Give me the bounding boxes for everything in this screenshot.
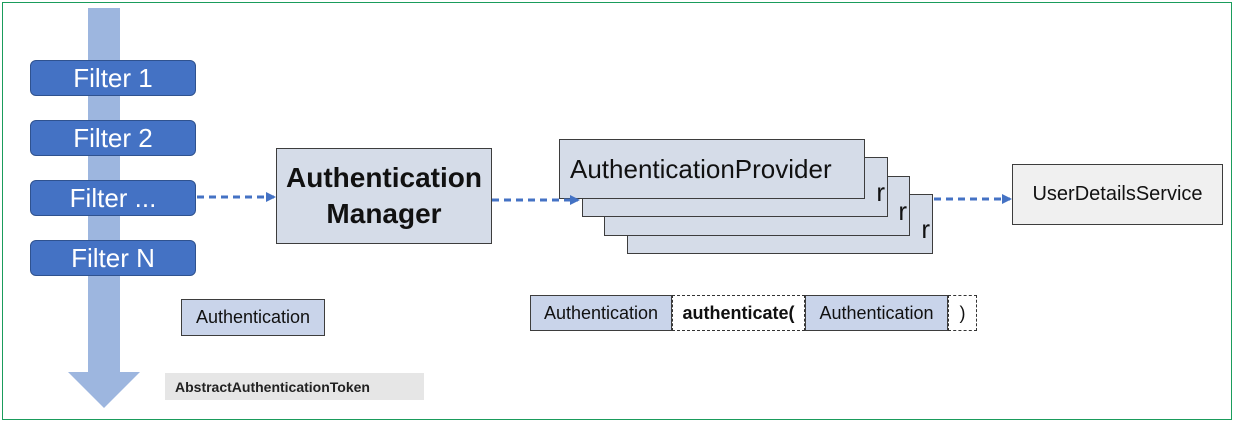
authentication-provider-box: AuthenticationProvider	[559, 139, 865, 199]
provider-stack-tail-3: r	[921, 214, 930, 244]
user-details-service-box: UserDetailsService	[1012, 164, 1223, 225]
authentication-object-box: Authentication	[181, 299, 325, 336]
provider-stack-tail-1: r	[876, 177, 885, 207]
signature-param-type: Authentication	[805, 295, 948, 331]
filter-chain-arrow-head	[68, 372, 140, 408]
manager-label-line1: Authentication	[286, 162, 482, 193]
signature-close-paren: )	[948, 295, 977, 331]
filter-2: Filter 2	[30, 120, 196, 156]
manager-label-line2: Manager	[326, 198, 442, 229]
filter-n: Filter N	[30, 240, 196, 276]
filter-ellipsis: Filter ...	[30, 180, 196, 216]
signature-return-type: Authentication	[530, 295, 672, 331]
filter-1: Filter 1	[30, 60, 196, 96]
provider-label: AuthenticationProvider	[570, 153, 832, 184]
diagram-frame	[2, 2, 1232, 420]
provider-stack-tail-2: r	[898, 196, 907, 226]
abstract-authentication-token-label: AbstractAuthenticationToken	[165, 373, 424, 400]
authentication-manager-box: Authentication Manager	[276, 148, 492, 244]
signature-method-name: authenticate(	[672, 295, 805, 331]
